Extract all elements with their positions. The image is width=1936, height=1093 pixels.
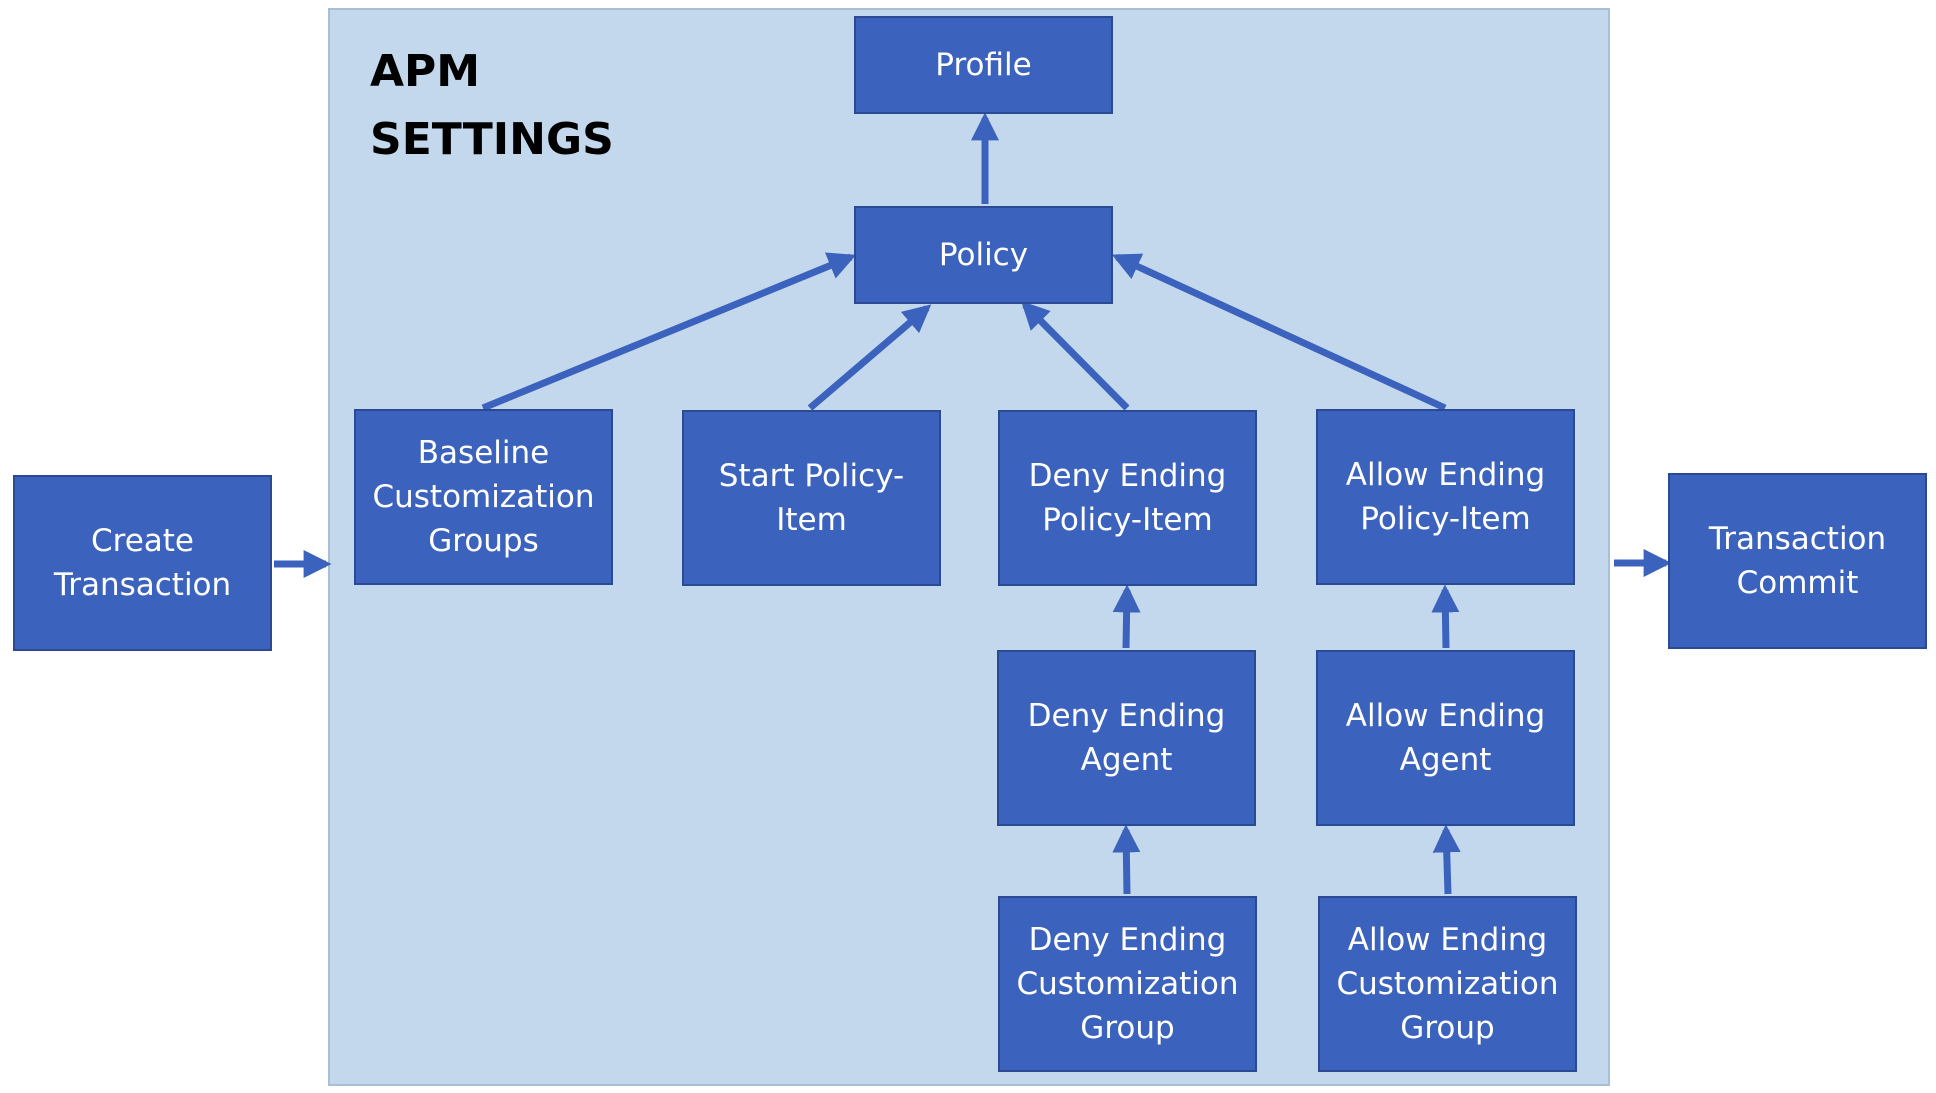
allow-ending-policy-item-node: Allow Ending Policy-Item [1316, 409, 1575, 585]
policy-node: Policy [854, 206, 1113, 304]
allow-ending-agent-node: Allow Ending Agent [1316, 650, 1575, 826]
deny-ending-policy-item-node: Deny Ending Policy-Item [998, 410, 1257, 586]
region-title: APM SETTINGS [370, 46, 614, 165]
create-transaction-node: Create Transaction [13, 475, 272, 651]
start-policy-item-node: Start Policy- Item [682, 410, 941, 586]
deny-ending-agent-node: Deny Ending Agent [997, 650, 1256, 826]
profile-node: Profile [854, 16, 1113, 114]
allow-ending-customization-group-node: Allow Ending Customization Group [1318, 896, 1577, 1072]
transaction-commit-node: Transaction Commit [1668, 473, 1927, 649]
deny-ending-customization-group-node: Deny Ending Customization Group [998, 896, 1257, 1072]
baseline-customization-groups-node: Baseline Customization Groups [354, 409, 613, 585]
